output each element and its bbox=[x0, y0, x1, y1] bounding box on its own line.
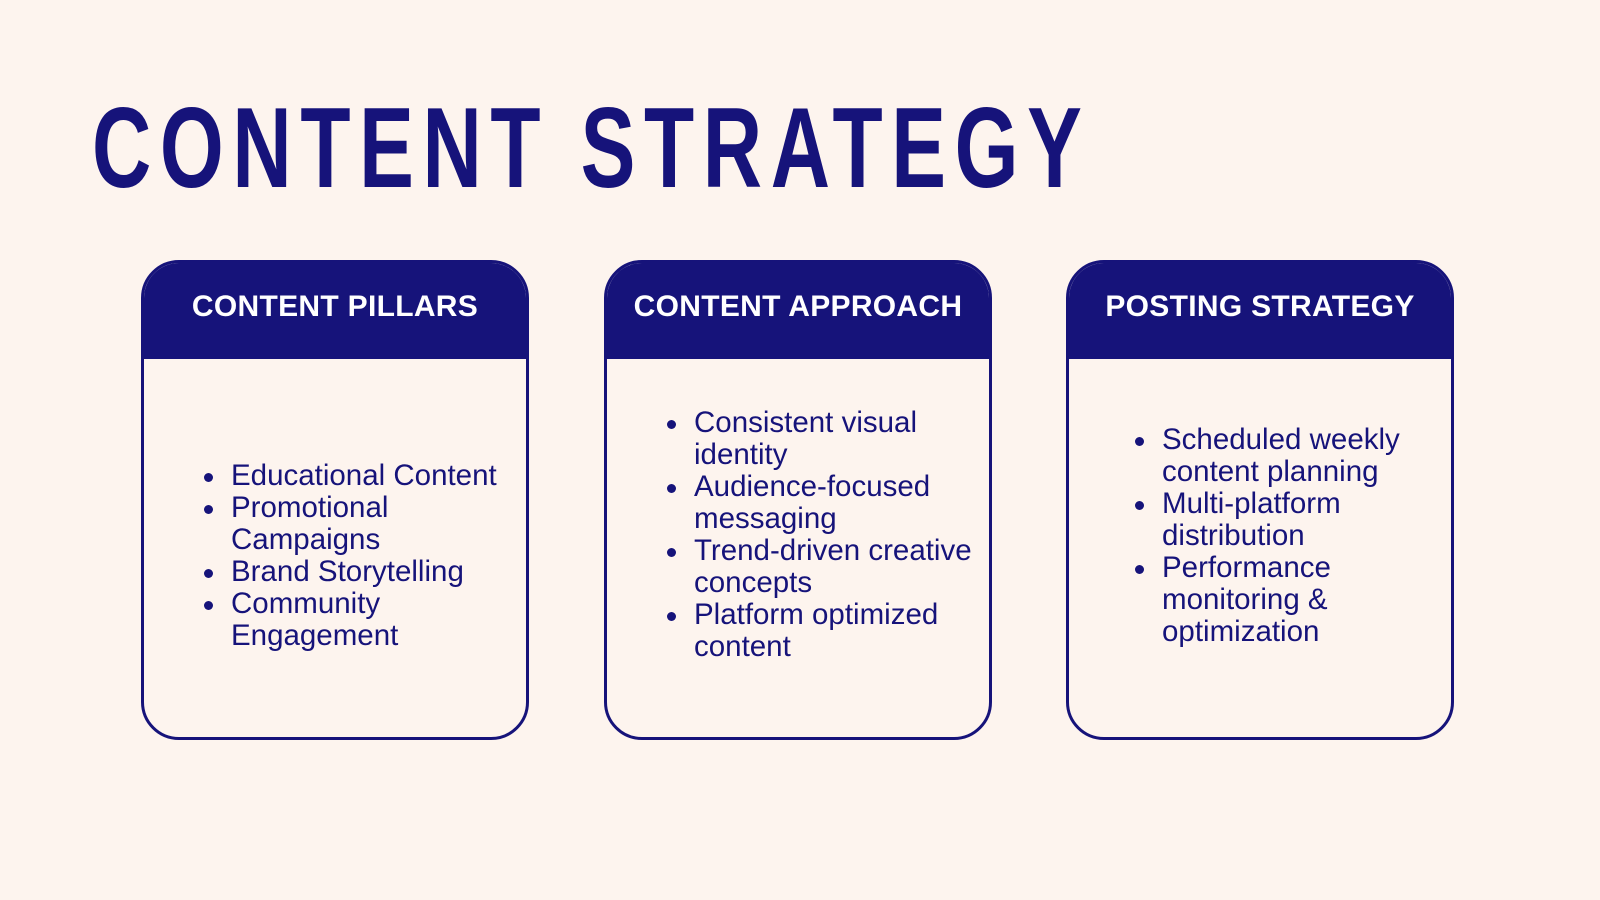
list-item: Promotional Campaigns bbox=[204, 492, 526, 556]
bullet-list: Scheduled weekly content planning Multi-… bbox=[1135, 424, 1451, 648]
bullet-list: Educational Content Promotional Campaign… bbox=[204, 460, 526, 652]
list-item: Community Engagement bbox=[204, 588, 526, 652]
card-content-approach: CONTENT APPROACH Consistent visual ident… bbox=[604, 260, 992, 740]
card-body: Consistent visual identity Audience-focu… bbox=[607, 359, 989, 737]
list-item: Multi-platform distribution bbox=[1135, 488, 1451, 552]
list-item: Consistent visual identity bbox=[667, 407, 989, 471]
list-item: Trend-driven creative concepts bbox=[667, 535, 989, 599]
card-title: CONTENT APPROACH bbox=[633, 290, 963, 323]
list-item: Scheduled weekly content planning bbox=[1135, 424, 1451, 488]
card-body: Scheduled weekly content planning Multi-… bbox=[1069, 359, 1451, 737]
card-title: POSTING STRATEGY bbox=[1105, 290, 1415, 323]
card-header: POSTING STRATEGY bbox=[1069, 263, 1451, 359]
card-header: CONTENT PILLARS bbox=[144, 263, 526, 359]
list-item: Educational Content bbox=[204, 460, 526, 492]
card-posting-strategy: POSTING STRATEGY Scheduled weekly conten… bbox=[1066, 260, 1454, 740]
list-item: Platform optimized content bbox=[667, 599, 989, 663]
list-item: Audience-focused messaging bbox=[667, 471, 989, 535]
card-header: CONTENT APPROACH bbox=[607, 263, 989, 359]
slide-title: CONTENT STRATEGY bbox=[92, 85, 1091, 212]
bullet-list: Consistent visual identity Audience-focu… bbox=[667, 407, 989, 663]
card-title: CONTENT PILLARS bbox=[191, 290, 479, 323]
card-content-pillars: CONTENT PILLARS Educational Content Prom… bbox=[141, 260, 529, 740]
list-item: Performance monitoring & optimization bbox=[1135, 552, 1451, 648]
card-body: Educational Content Promotional Campaign… bbox=[144, 359, 526, 737]
list-item: Brand Storytelling bbox=[204, 556, 526, 588]
